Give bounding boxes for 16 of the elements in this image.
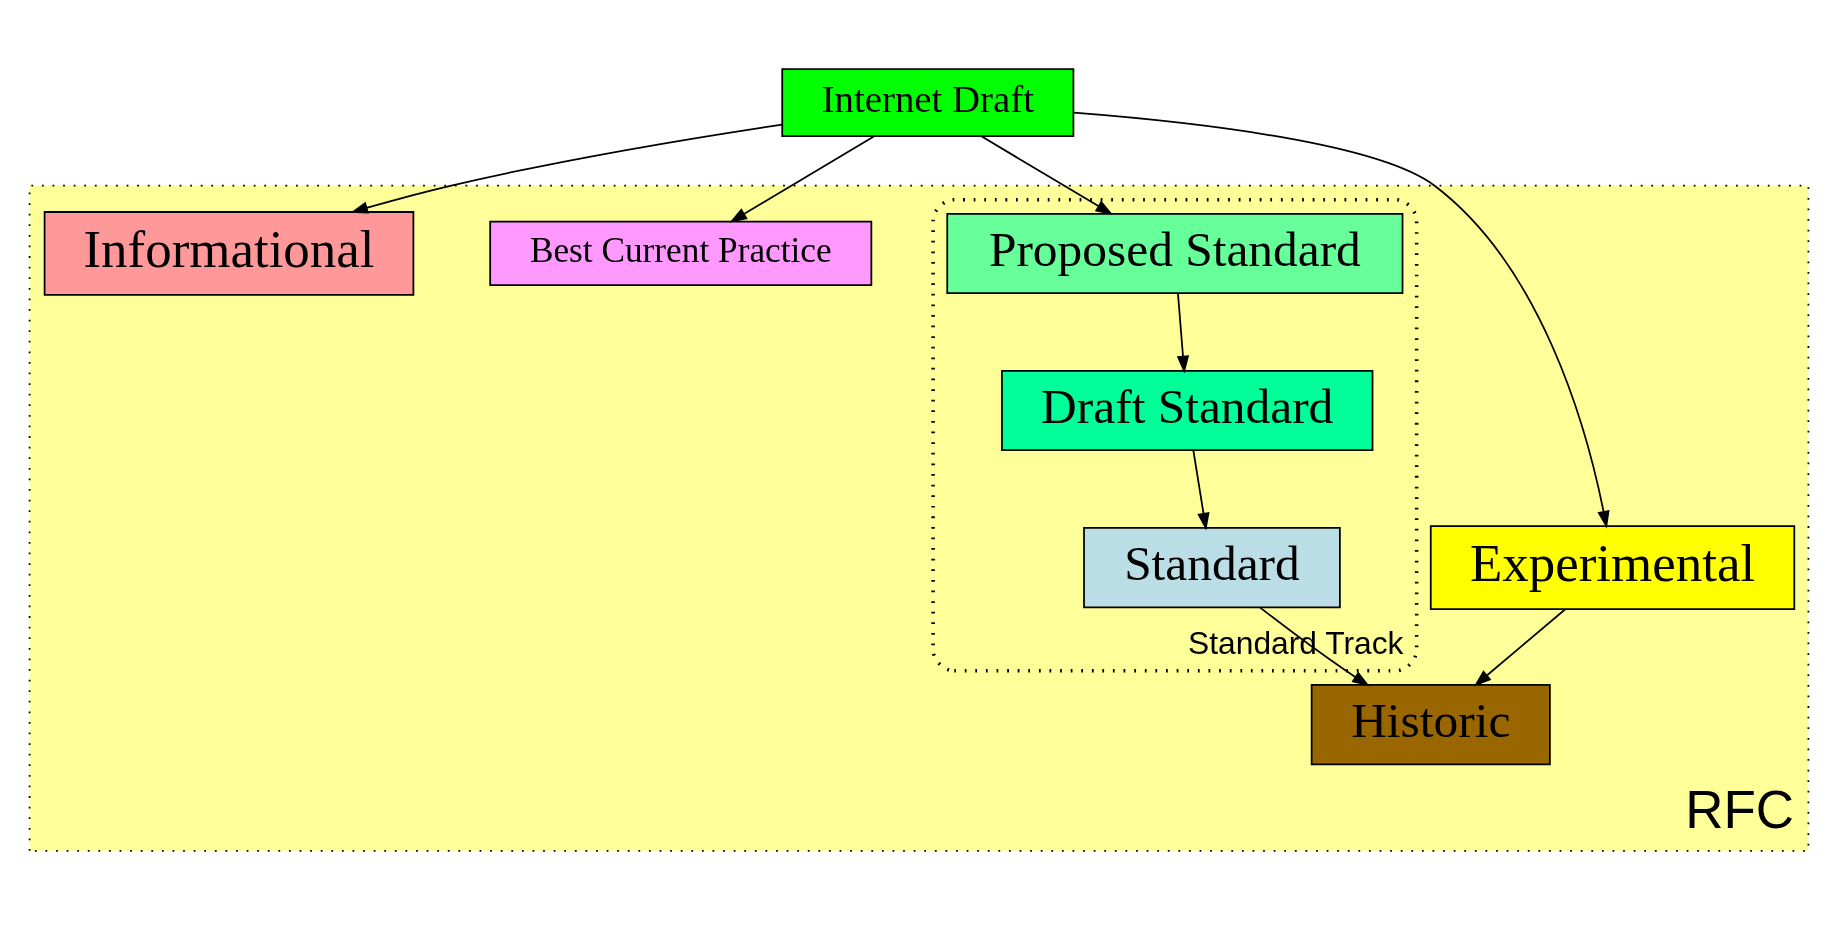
node-box: Standard: [1083, 526, 1341, 608]
node-box: Experimental: [1429, 524, 1796, 610]
arrow: [1192, 448, 1210, 530]
arrow: [1176, 291, 1190, 373]
node-box: Best Current Practice: [489, 220, 873, 286]
node-box: Historic: [1310, 683, 1551, 765]
arrow: [1473, 607, 1567, 686]
node-box: Informational: [43, 210, 415, 296]
node-box: Proposed Standard: [946, 212, 1404, 294]
arrow: [1259, 606, 1370, 686]
node-box: Internet Draft: [781, 67, 1075, 137]
node-box: Draft Standard: [1001, 369, 1374, 451]
arrow: [980, 134, 1114, 215]
arrow: [729, 134, 876, 223]
arrow: [1073, 111, 1610, 529]
arrow: [350, 123, 783, 214]
